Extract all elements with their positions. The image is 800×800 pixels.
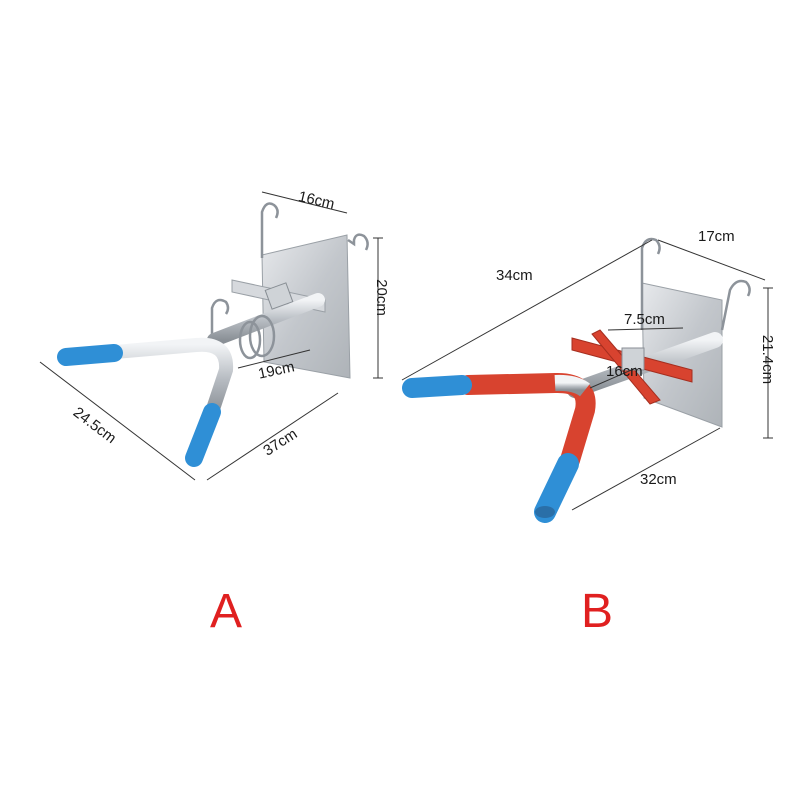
grip-b-right	[534, 453, 579, 523]
hook-a-left	[260, 202, 279, 258]
dim-b-inner-depth: 16cm	[606, 363, 643, 380]
hook-a-front	[210, 298, 230, 345]
dim-b-clamp-width: 7.5cm	[624, 311, 665, 328]
dim-b-height: 21.4cm	[759, 334, 777, 385]
grip-b-left	[402, 375, 472, 398]
product-a-label: A	[210, 585, 243, 638]
grip-a-right	[185, 403, 221, 467]
dim-b-total-length: 34cm	[496, 267, 533, 284]
product-a	[39, 191, 383, 481]
v-handle-a	[108, 337, 234, 419]
hook-a-right	[347, 233, 369, 251]
v-handle-b	[458, 373, 596, 470]
product-b	[401, 237, 773, 523]
product-b-label: B	[581, 585, 614, 638]
dim-a-height: 20cm	[372, 279, 390, 316]
dim-b-bar-length: 32cm	[640, 471, 677, 488]
dim-b-top-width: 17cm	[698, 228, 735, 245]
main-tube-a	[207, 293, 325, 347]
grip-a-left	[57, 344, 123, 366]
hook-b-right	[720, 279, 751, 331]
